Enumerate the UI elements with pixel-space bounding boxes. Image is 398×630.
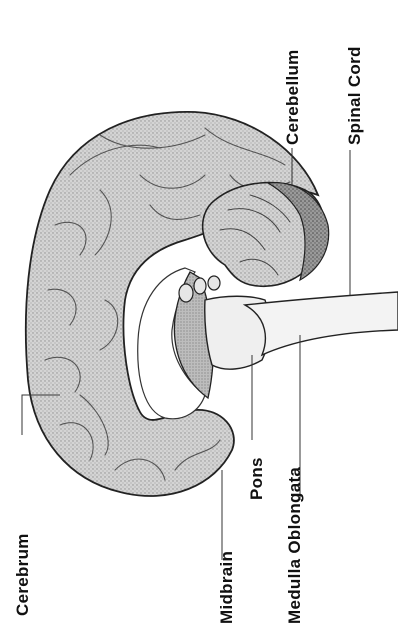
label-spinal-cord: Spinal Cord	[345, 46, 364, 145]
label-midbrain: Midbrain	[217, 551, 236, 624]
spinal-cord-shape	[245, 292, 398, 355]
label-pons: Pons	[247, 457, 266, 500]
label-medulla: Medulla Oblongata	[285, 467, 304, 624]
label-cerebrum: Cerebrum	[13, 533, 32, 616]
label-cerebellum: Cerebellum	[283, 49, 302, 145]
